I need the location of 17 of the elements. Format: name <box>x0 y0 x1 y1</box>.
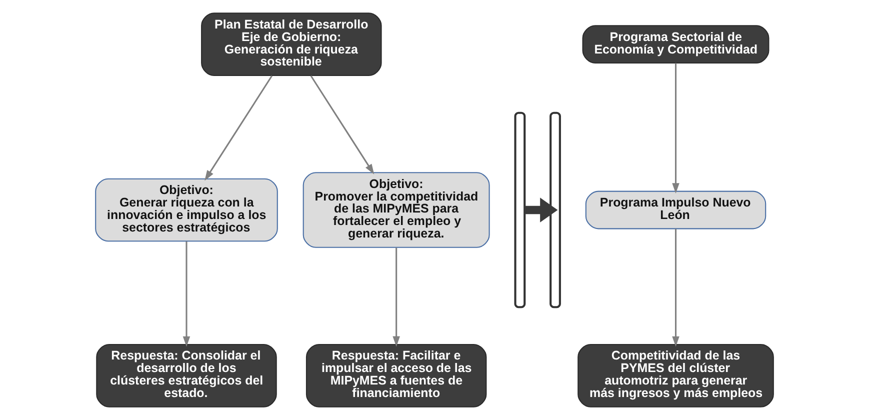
node-bracket <box>514 111 526 308</box>
node-box: Competitividad de las PYMES del clúster automotriz para generar más ingresos y más empleos <box>578 344 774 407</box>
node-box: Plan Estatal de Desarrollo Eje de Gobierno: Generación de riqueza sostenible <box>201 12 382 76</box>
node-bracket <box>550 111 561 308</box>
arrow <box>672 62 680 194</box>
arrow <box>310 74 374 174</box>
arrow <box>524 197 558 222</box>
arrow <box>672 228 680 346</box>
node-box: Respuesta: Facilitar e impulsar el acceso de las MIPyMES a fuentes de financiamiento <box>306 344 487 407</box>
arrow <box>392 247 400 346</box>
node-box: Objetivo: Generar riqueza con la innovación e impulso a los sectores estratégicos <box>95 178 278 242</box>
arrow <box>204 74 273 180</box>
node-box: Objetivo: Promover la competitividad de las MIPyMES para fortalecer el empleo y generar riqueza. <box>302 172 490 248</box>
node-box: Respuesta: Consolidar el desarrollo de los clústeres estratégicos del estado. <box>96 344 277 407</box>
node-box: Programa Impulso Nuevo León <box>585 190 766 229</box>
node-box: Programa Sectorial de Economía y Competitividad <box>582 24 770 64</box>
arrow <box>182 240 190 346</box>
